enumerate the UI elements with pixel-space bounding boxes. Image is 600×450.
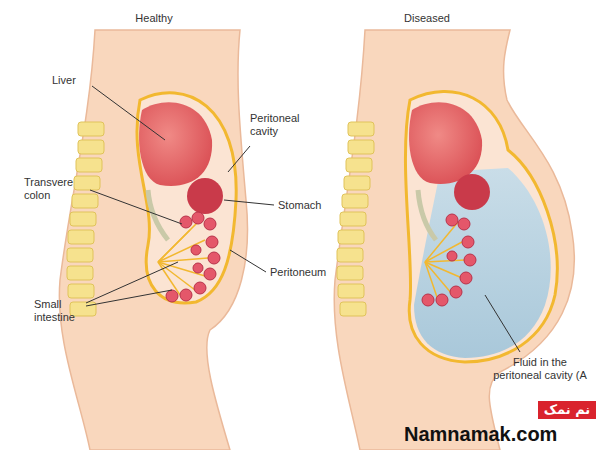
part-label: Peritoneum — [270, 266, 340, 279]
panel-title: Diseased — [392, 12, 462, 25]
diseased-body — [334, 30, 574, 450]
part-label: Fluid in the peritoneal cavity (A — [488, 356, 592, 382]
part-label: Transvere colon — [24, 176, 90, 202]
part-label: Peritoneal cavity — [250, 112, 312, 138]
panel-title: Healthy — [124, 12, 184, 25]
leader-lines — [86, 86, 520, 352]
part-label: Liver — [52, 74, 92, 87]
watermark: نم نمک — [538, 401, 596, 419]
watermark: Namnamak.com — [404, 422, 594, 446]
healthy-body — [59, 30, 247, 450]
part-label: Small intestine — [34, 298, 86, 324]
part-label: Stomach — [278, 199, 338, 212]
